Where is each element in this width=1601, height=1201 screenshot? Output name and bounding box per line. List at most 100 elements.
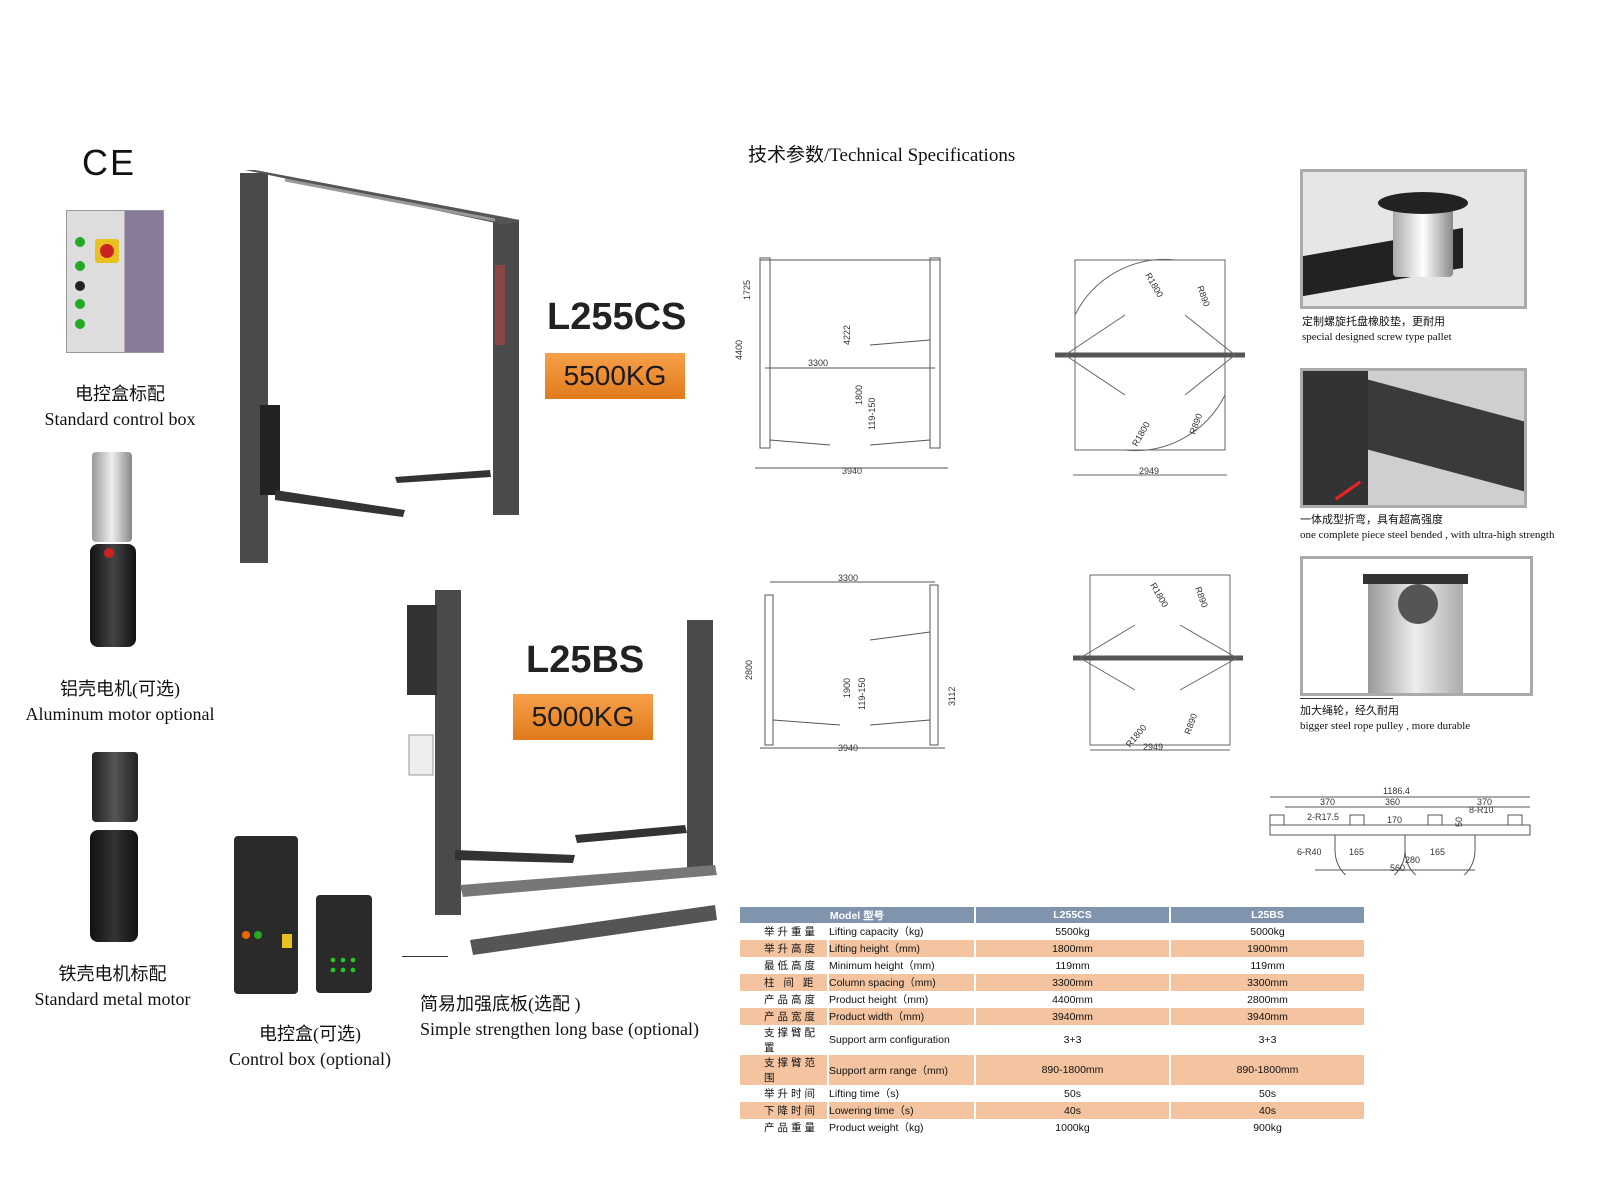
svg-text:165: 165 <box>1430 847 1445 857</box>
value-l25bs: 5000kg <box>1170 923 1366 940</box>
screw-pallet-photo <box>1300 169 1527 309</box>
spec-label-en: Product height（mm) <box>828 991 976 1008</box>
value-l25bs: 3940mm <box>1170 1008 1366 1025</box>
spec-label-en: Column spacing（mm) <box>828 974 976 991</box>
svg-text:3112: 3112 <box>947 687 957 706</box>
value-l255cs: 3+3 <box>975 1025 1171 1055</box>
value-l25bs: 3300mm <box>1170 974 1366 991</box>
spec-label-en: Lifting height（mm) <box>828 940 976 957</box>
svg-text:280: 280 <box>1405 855 1420 865</box>
divider <box>1300 698 1393 699</box>
svg-text:R1800: R1800 <box>1148 581 1170 609</box>
spec-label-zh: 支撑臂范围 <box>740 1055 829 1085</box>
spec-label-zh: 举升时间 <box>740 1085 829 1102</box>
value-l255cs: 50s <box>975 1085 1171 1102</box>
svg-text:3940: 3940 <box>842 466 862 476</box>
spec-label-zh: 最低高度 <box>740 957 829 974</box>
svg-text:560: 560 <box>1390 863 1405 873</box>
svg-text:R1800: R1800 <box>1143 271 1165 299</box>
spec-label-zh: 支撑臂配置 <box>740 1025 829 1055</box>
spec-label-en: Support arm configuration <box>828 1025 976 1055</box>
svg-text:119-150: 119-150 <box>857 678 867 710</box>
spec-label-en: Product width（mm) <box>828 1008 976 1025</box>
spec-label-zh: 产品重量 <box>740 1119 829 1136</box>
svg-text:3300: 3300 <box>808 358 828 368</box>
value-l255cs: 890-1800mm <box>975 1055 1171 1085</box>
value-l255cs: 3300mm <box>975 974 1171 991</box>
spec-label-en: Support arm range（mm) <box>828 1055 976 1085</box>
spec-label-en: Lifting capacity（kg) <box>828 923 976 940</box>
spec-title: 技术参数/Technical Specifications <box>748 145 1016 166</box>
spec-label-en: Lifting time（s) <box>828 1085 976 1102</box>
divider <box>402 956 448 957</box>
svg-text:360: 360 <box>1385 797 1400 807</box>
svg-text:4222: 4222 <box>842 325 852 345</box>
svg-text:R1800: R1800 <box>1130 420 1152 448</box>
l25bs-front-drawing: 3300 2800 1900 119-150 3112 3940 <box>744 573 957 753</box>
svg-text:2800: 2800 <box>744 660 754 680</box>
svg-text:3940: 3940 <box>838 743 858 753</box>
value-l255cs: 1800mm <box>975 940 1171 957</box>
ce-mark: CE <box>82 142 137 183</box>
header-l255cs: L255CS <box>975 907 1171 923</box>
svg-text:3300: 3300 <box>838 573 858 583</box>
table-header-row: Model 型号 L255CS L25BS <box>740 907 1366 923</box>
rope-pulley-photo <box>1300 556 1533 696</box>
svg-text:2-R17.5: 2-R17.5 <box>1307 812 1339 822</box>
spec-label-en: Minimum height（mm) <box>828 957 976 974</box>
svg-text:8-R10: 8-R10 <box>1469 805 1494 815</box>
spec-label-zh: 举升重量 <box>740 923 829 940</box>
model-l255cs: L255CS <box>547 296 687 338</box>
spec-label-zh: 举升高度 <box>740 940 829 957</box>
svg-text:6-R40: 6-R40 <box>1297 847 1322 857</box>
base-plate-drawing: 1186.4 370 360 370 8-R10 2-R17.5 170 50 … <box>1269 786 1531 875</box>
spec-label-zh: 产品宽度 <box>740 1008 829 1025</box>
svg-text:R890: R890 <box>1193 585 1210 609</box>
svg-text:170: 170 <box>1387 815 1402 825</box>
header-model: Model 型号 <box>740 907 976 923</box>
aluminum-motor-caption: 铝壳电机(可选)Aluminum motor optional <box>25 679 215 724</box>
svg-text:1186.4: 1186.4 <box>1383 786 1410 796</box>
svg-text:R890: R890 <box>1195 284 1212 308</box>
optional-control-box-image-2 <box>316 895 372 993</box>
svg-text:R890: R890 <box>1182 712 1199 736</box>
svg-text:119-150: 119-150 <box>867 398 877 430</box>
spec-label-zh: 产品高度 <box>740 991 829 1008</box>
value-l255cs: 5500kg <box>975 923 1171 940</box>
value-l255cs: 4400mm <box>975 991 1171 1008</box>
aluminum-motor-image <box>82 452 144 647</box>
capacity-badge-l25bs: 5000KG <box>513 694 653 740</box>
spec-label-en: Product weight（kg) <box>828 1119 976 1136</box>
value-l255cs: 3940mm <box>975 1008 1171 1025</box>
l25bs-lift-image <box>407 590 717 955</box>
svg-text:2949: 2949 <box>1143 742 1163 752</box>
value-l25bs: 2800mm <box>1170 991 1366 1008</box>
svg-text:165: 165 <box>1349 847 1364 857</box>
svg-text:1900: 1900 <box>842 678 852 698</box>
value-l25bs: 1900mm <box>1170 940 1366 957</box>
svg-text:370: 370 <box>1320 797 1335 807</box>
l255cs-lift-image <box>240 170 520 563</box>
svg-text:370: 370 <box>1477 797 1492 807</box>
value-l25bs: 40s <box>1170 1102 1366 1119</box>
value-l25bs: 890-1800mm <box>1170 1055 1366 1085</box>
header-l25bs: L25BS <box>1170 907 1366 923</box>
control-box-image <box>66 210 164 353</box>
spec-label-zh: 柱 间 距 <box>740 974 829 991</box>
svg-text:2949: 2949 <box>1139 466 1159 476</box>
